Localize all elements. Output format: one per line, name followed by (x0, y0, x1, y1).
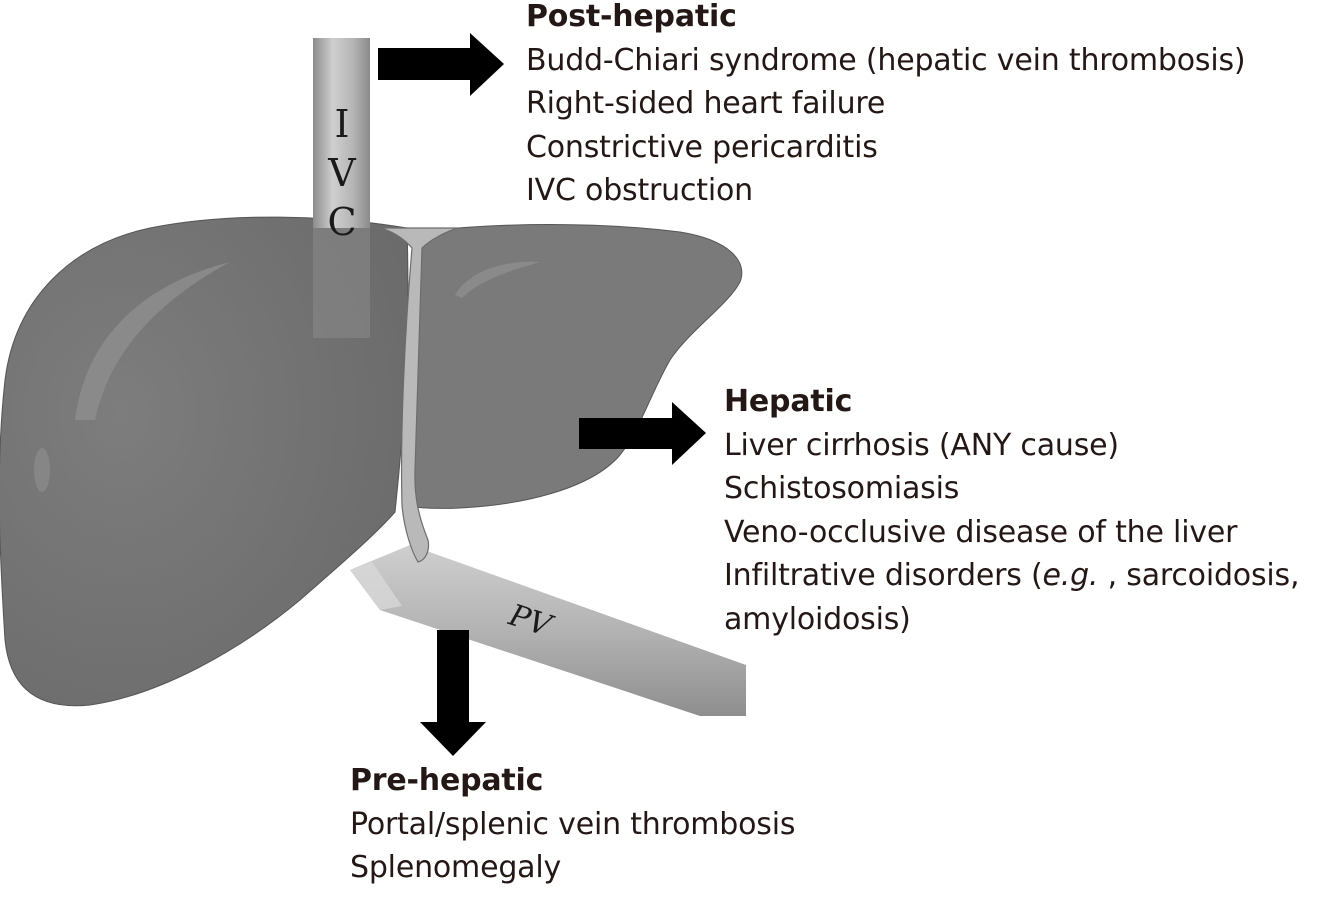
ivc-letter-i: I (334, 102, 349, 146)
post-hepatic-heading: Post-hepatic (526, 0, 737, 34)
post-hepatic-block: Post-hepatic Budd-Chiari syndrome (hepat… (526, 0, 1246, 213)
inferior-vena-cava: I V C (313, 38, 370, 338)
liver-highlight-3 (34, 448, 50, 492)
hepatic-item: Liver cirrhosis (ANY cause) (724, 427, 1119, 463)
portal-vein: PV (350, 545, 746, 716)
arrow-down-pre-hepatic (420, 630, 486, 756)
portal-vein-fade (350, 562, 402, 610)
infiltrative-suffix: , sarcoidosis, (1098, 558, 1300, 593)
pre-hepatic-block: Pre-hepatic Portal/splenic vein thrombos… (350, 759, 795, 890)
falciform-ligament (379, 227, 459, 563)
arrow-right-post-hepatic (378, 33, 504, 96)
pre-hepatic-heading: Pre-hepatic (350, 763, 544, 798)
hepatic-item-infiltrative: Infiltrative disorders (e.g. , sarcoidos… (724, 554, 1299, 598)
liver-right-lobe (0, 216, 409, 707)
hepatic-heading: Hepatic (724, 384, 853, 419)
post-hepatic-item: IVC obstruction (526, 173, 753, 208)
liver (0, 216, 743, 707)
ivc-letter-c: C (327, 200, 356, 244)
infiltrative-italic: e.g. (1042, 558, 1099, 593)
ivc-through-liver (313, 228, 370, 338)
hepatic-item: Veno-occlusive disease of the liver (724, 514, 1238, 550)
liver-left-lobe (404, 224, 743, 509)
hepatic-item: Schistosomiasis (724, 471, 960, 506)
post-hepatic-item: Right-sided heart failure (526, 86, 886, 121)
portal-vein-body (350, 545, 746, 716)
post-hepatic-item: Budd-Chiari syndrome (hepatic vein throm… (526, 42, 1246, 78)
ivc-upper (313, 38, 370, 228)
infiltrative-prefix: Infiltrative disorders ( (724, 558, 1043, 593)
arrows (378, 33, 706, 756)
hepatic-block: Hepatic Liver cirrhosis (ANY cause) Schi… (724, 380, 1299, 641)
hepatic-item-infiltrative-cont: amyloidosis) (724, 601, 911, 637)
liver-highlight-2 (455, 261, 540, 298)
liver-highlight-1 (75, 262, 230, 420)
pre-hepatic-item: Portal/splenic vein thrombosis (350, 806, 796, 842)
post-hepatic-item: Constrictive pericarditis (526, 129, 878, 165)
arrow-right-hepatic (579, 402, 706, 465)
pre-hepatic-item: Splenomegaly (350, 850, 562, 885)
ivc-letter-v: V (327, 151, 356, 195)
